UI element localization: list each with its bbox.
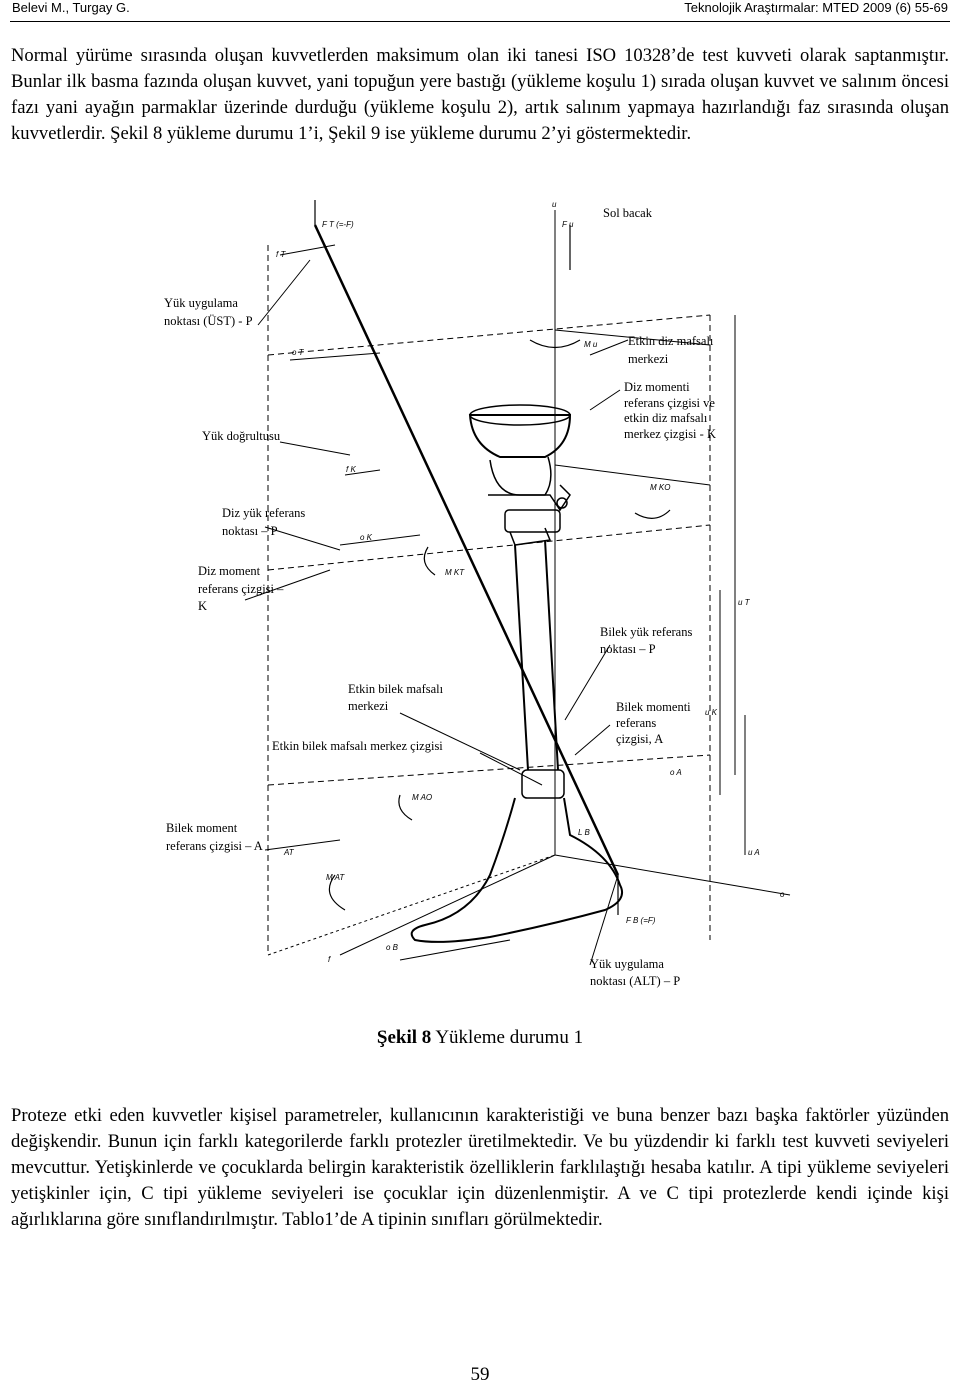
label-etkin-bilek-1: Etkin bilek mafsalı bbox=[348, 682, 444, 696]
symbol-mkt: M KT bbox=[445, 568, 465, 577]
label-sol-bacak: Sol bacak bbox=[603, 206, 653, 220]
label-diz-momenti-1: Diz momenti bbox=[624, 380, 690, 394]
label-diz-moment-ref-3: K bbox=[198, 599, 207, 613]
label-yuk-uygulama-ust-1: Yük uygulama bbox=[164, 296, 238, 310]
running-header: Belevi M., Turgay G. Teknolojik Araştırm… bbox=[10, 0, 950, 22]
symbol-ok: o K bbox=[360, 533, 373, 542]
symbol-oa: o A bbox=[670, 768, 682, 777]
o-axis-line bbox=[554, 854, 791, 896]
figure-labels: Sol bacak Yük uygulama noktası (ÜST) - P… bbox=[164, 206, 716, 988]
f-axis-line bbox=[339, 854, 556, 956]
symbol-fb: F B (=F) bbox=[626, 916, 656, 925]
header-journal: Teknolojik Araştırmalar: MTED 2009 (6) 5… bbox=[684, 0, 948, 15]
symbol-mko: M KO bbox=[650, 483, 670, 492]
label-bilek-yuk-ref-1: Bilek yük referans bbox=[600, 625, 692, 639]
knee-joint-shape bbox=[504, 509, 561, 533]
symbol-f: f bbox=[328, 955, 331, 964]
label-yuk-uygulama-alt-2: noktası (ALT) – P bbox=[590, 974, 680, 988]
symbol-fu: F u bbox=[562, 220, 574, 229]
symbol-fk: f K bbox=[346, 465, 356, 474]
header-authors: Belevi M., Turgay G. bbox=[12, 0, 130, 15]
label-yuk-dogrultusu: Yük doğrultusu bbox=[202, 429, 281, 443]
load-line bbox=[313, 224, 620, 876]
label-diz-momenti-2: referans çizgisi ve bbox=[624, 396, 715, 410]
foot-shape bbox=[410, 797, 624, 943]
symbol-ft: F T (=-F) bbox=[322, 220, 354, 229]
caption-label: Şekil 8 bbox=[376, 1027, 432, 1048]
paragraph-loads: Proteze etki eden kuvvetler kişisel para… bbox=[11, 1105, 949, 1230]
symbol-mao: M AO bbox=[412, 793, 432, 802]
label-bilek-moment-ref-1: Bilek moment bbox=[166, 821, 238, 835]
symbol-o: o bbox=[780, 890, 785, 899]
label-etkin-bilek-2: merkezi bbox=[348, 699, 389, 713]
label-diz-moment-ref-2: referans çizgisi – bbox=[198, 582, 284, 596]
symbol-uk: u K bbox=[705, 708, 718, 717]
label-diz-yuk-ref-1: Diz yük referans bbox=[222, 506, 305, 520]
paragraph-intro: Normal yürüme sırasında oluşan kuvvetler… bbox=[11, 45, 949, 144]
prosthesis-diagram-svg: Sol bacak Yük uygulama noktası (ÜST) - P… bbox=[164, 200, 791, 988]
symbol-ft-small: f T bbox=[276, 250, 286, 259]
label-etkin-bilek-cizgi: Etkin bilek mafsalı merkez çizgisi bbox=[272, 739, 443, 753]
symbol-at: AT bbox=[283, 848, 295, 857]
figure-caption: Şekil 8 Yükleme durumu 1 bbox=[0, 1027, 960, 1049]
symbol-mat: M AT bbox=[326, 873, 345, 882]
label-diz-yuk-ref-2: noktası – P bbox=[222, 524, 278, 538]
label-etkin-diz-1: Etkin diz mafsalı bbox=[628, 334, 714, 348]
label-diz-moment-ref-1: Diz moment bbox=[198, 564, 261, 578]
symbol-u: u bbox=[552, 200, 557, 209]
symbol-ob: o B bbox=[386, 943, 399, 952]
label-etkin-diz-2: merkezi bbox=[628, 352, 669, 366]
label-bilek-momenti-3: çizgisi, A bbox=[616, 732, 663, 746]
socket-shape bbox=[468, 414, 572, 458]
label-bilek-momenti-1: Bilek momenti bbox=[616, 700, 691, 714]
ankle-joint-shape bbox=[521, 769, 565, 799]
symbol-mu: M u bbox=[584, 340, 598, 349]
symbol-lb: L B bbox=[578, 828, 591, 837]
label-bilek-yuk-ref-2: noktası – P bbox=[600, 642, 656, 656]
symbol-ot: o T bbox=[292, 348, 305, 357]
figure-symbols: F T (=-F) F u u f T o T M u f K o K M KT… bbox=[276, 200, 785, 964]
caption-text: Yükleme durumu 1 bbox=[431, 1027, 584, 1048]
label-yuk-uygulama-alt-1: Yük uygulama bbox=[590, 957, 664, 971]
page-number: 59 bbox=[470, 1364, 490, 1385]
label-bilek-momenti-2: referans bbox=[616, 716, 656, 730]
label-diz-momenti-3: etkin diz mafsalı bbox=[624, 411, 708, 425]
symbol-ut: u T bbox=[738, 598, 751, 607]
figure-8-prosthesis-diagram: Sol bacak Yük uygulama noktası (ÜST) - P… bbox=[150, 195, 810, 995]
label-bilek-moment-ref-2: referans çizgisi – A bbox=[166, 839, 263, 853]
pylon-shape bbox=[514, 539, 559, 771]
label-yuk-uygulama-ust-2: noktası (ÜST) - P bbox=[164, 314, 253, 328]
label-diz-momenti-4: merkez çizgisi - K bbox=[624, 427, 716, 441]
symbol-ua: u A bbox=[748, 848, 760, 857]
